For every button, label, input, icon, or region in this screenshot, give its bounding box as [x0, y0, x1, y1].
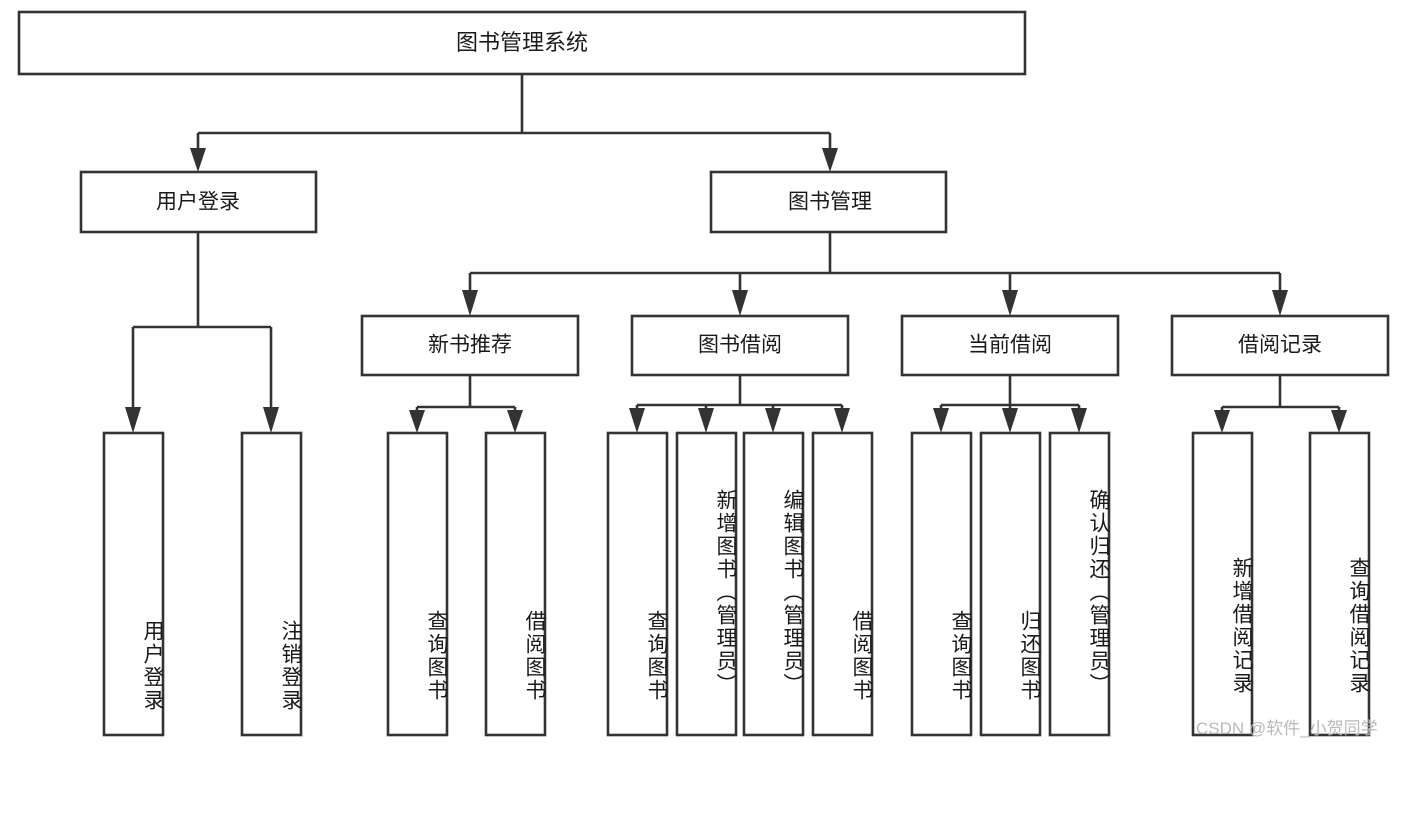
diagram-canvas: 图书管理系统 用户登录 图书管理 新书推荐 图书借阅 当前借阅 借阅记录	[17, 10, 1390, 738]
arrow-userlogin-to-logout	[263, 407, 279, 433]
arrow-bookmgmt-to-bookborrow	[732, 290, 748, 316]
leaf-box-book-borrow-2[interactable]	[675, 431, 738, 737]
arrow-bookborrow-to-leaf-4	[834, 408, 850, 433]
node-book-borrow-box[interactable]	[630, 314, 850, 377]
node-borrow-record-label: 借阅记录	[1238, 334, 1322, 357]
arrow-root-to-book-mgmt	[822, 148, 838, 172]
leaf-box-book-borrow-3[interactable]	[742, 431, 805, 737]
leaf-box-book-borrow-4[interactable]	[811, 431, 874, 737]
leaf-box-user-login-2[interactable]	[240, 431, 303, 737]
arrow-currentborrow-to-leaf-1	[933, 408, 949, 433]
node-current-borrow-box[interactable]	[900, 314, 1120, 377]
arrow-bookmgmt-to-borrowrecord	[1272, 290, 1288, 316]
node-group: 图书管理系统 用户登录 图书管理 新书推荐 图书借阅 当前借阅 借阅记录	[17, 10, 1390, 737]
node-new-book-label: 新书推荐	[428, 334, 512, 357]
leaf-box-current-borrow-1[interactable]	[910, 431, 973, 737]
leaf-box-new-book-2[interactable]	[484, 431, 547, 737]
node-new-book-box[interactable]	[360, 314, 580, 377]
leaf-box-borrow-record-1[interactable]	[1191, 431, 1254, 737]
leaf-box-borrow-record-2[interactable]	[1308, 431, 1371, 737]
arrow-currentborrow-to-leaf-2	[1002, 408, 1018, 433]
arrow-borrowrecord-to-leaf-2	[1331, 410, 1347, 433]
leaf-box-new-book-1[interactable]	[386, 431, 449, 737]
node-root-box[interactable]	[17, 10, 1027, 76]
arrow-bookborrow-to-leaf-2	[698, 408, 714, 433]
arrow-bookmgmt-to-newbook	[462, 290, 478, 316]
connector-group	[125, 74, 1347, 433]
arrow-root-to-user-login	[190, 148, 206, 172]
node-user-login-box[interactable]	[79, 170, 318, 234]
arrow-currentborrow-to-leaf-3	[1071, 408, 1087, 433]
leaf-box-current-borrow-3[interactable]	[1048, 431, 1111, 737]
arrow-bookborrow-to-leaf-3	[765, 408, 781, 433]
node-user-login-label: 用户登录	[156, 191, 240, 214]
arrow-bookborrow-to-leaf-1	[629, 408, 645, 433]
node-root-label: 图书管理系统	[456, 30, 588, 55]
node-book-mgmt-label: 图书管理	[788, 191, 872, 214]
node-book-mgmt-box[interactable]	[709, 170, 948, 234]
leaf-box-user-login-1[interactable]	[102, 431, 165, 737]
node-book-borrow-label: 图书借阅	[698, 334, 782, 357]
arrow-newbook-to-leaf-2	[507, 410, 523, 433]
arrow-bookmgmt-to-currentborrow	[1002, 290, 1018, 316]
arrow-borrowrecord-to-leaf-1	[1214, 410, 1230, 433]
node-borrow-record-box[interactable]	[1170, 314, 1390, 377]
leaf-box-book-borrow-1[interactable]	[606, 431, 669, 737]
node-current-borrow-label: 当前借阅	[968, 334, 1052, 357]
flowchart-svg: 图书管理系统 用户登录 图书管理 新书推荐 图书借阅 当前借阅 借阅记录	[17, 10, 1390, 737]
arrow-newbook-to-leaf-1	[409, 410, 425, 433]
leaf-box-current-borrow-2[interactable]	[979, 431, 1042, 737]
arrow-userlogin-to-login	[125, 407, 141, 433]
